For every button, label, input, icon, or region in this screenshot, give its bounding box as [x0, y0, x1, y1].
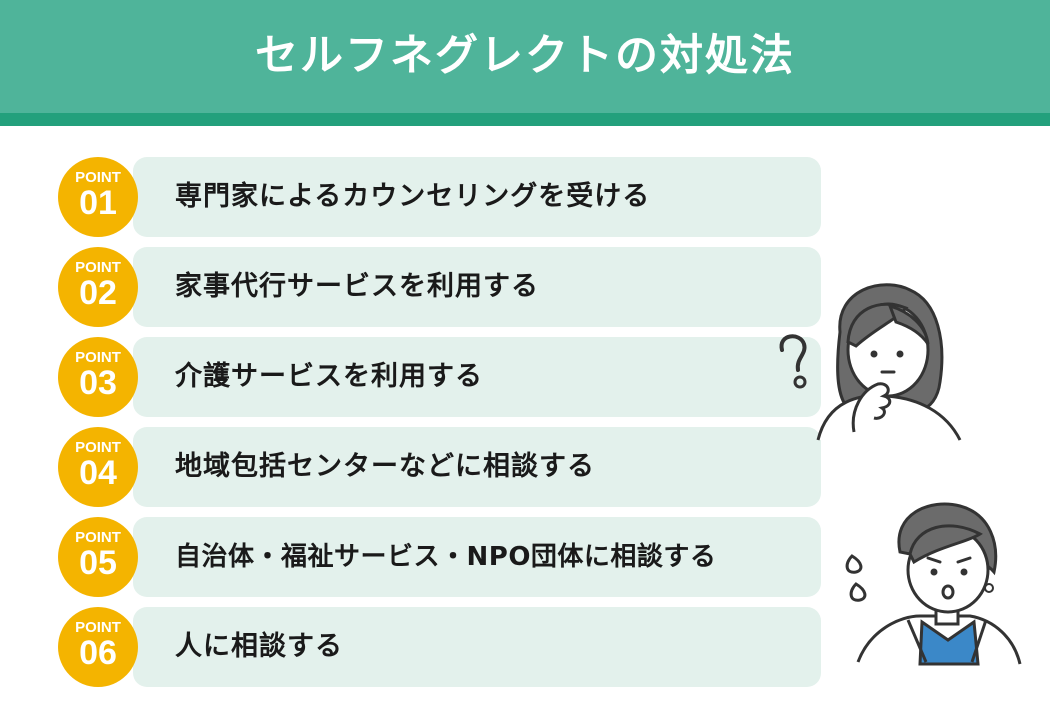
point-badge: POINT 04 — [58, 427, 138, 507]
point-bar: 自治体・福祉サービス・NPO団体に相談する — [133, 517, 821, 597]
point-text: 専門家によるカウンセリングを受ける — [175, 181, 651, 212]
point-badge-label: POINT — [75, 259, 121, 276]
page-title: セルフネグレクトの対処法 — [255, 31, 795, 81]
point-badge: POINT 02 — [58, 247, 138, 327]
point-row-3: 介護サービスを利用する POINT 03 — [0, 337, 830, 417]
point-badge-label: POINT — [75, 619, 121, 636]
thinking-woman-icon — [779, 283, 962, 441]
point-badge: POINT 03 — [58, 337, 138, 417]
point-badge: POINT 06 — [58, 607, 138, 687]
point-text: 地域包括センターなどに相談する — [175, 451, 595, 482]
point-badge-label: POINT — [75, 529, 121, 546]
header-banner: セルフネグレクトの対処法 — [0, 0, 1050, 126]
point-badge-label: POINT — [75, 439, 121, 456]
point-row-1: 専門家によるカウンセリングを受ける POINT 01 — [0, 157, 830, 237]
point-bar: 専門家によるカウンセリングを受ける — [133, 157, 821, 237]
point-badge: POINT 01 — [58, 157, 138, 237]
point-row-4: 地域包括センターなどに相談する POINT 04 — [0, 427, 830, 507]
point-badge-number: 02 — [79, 274, 117, 312]
point-bar: 介護サービスを利用する — [133, 337, 821, 417]
point-badge-number: 05 — [79, 544, 117, 582]
point-bar: 家事代行サービスを利用する — [133, 247, 821, 327]
point-row-5: 自治体・福祉サービス・NPO団体に相談する POINT 05 — [0, 517, 830, 597]
point-text: 人に相談する — [175, 631, 343, 662]
point-badge-number: 06 — [79, 634, 117, 672]
point-text: 介護サービスを利用する — [175, 361, 483, 392]
point-badge-label: POINT — [75, 169, 121, 186]
point-text: 自治体・福祉サービス・NPO団体に相談する — [175, 542, 717, 572]
point-badge-number: 03 — [79, 364, 117, 402]
point-badge-number: 01 — [79, 184, 117, 222]
point-bar: 地域包括センターなどに相談する — [133, 427, 821, 507]
header-stripe — [0, 113, 1050, 126]
point-row-6: 人に相談する POINT 06 — [0, 607, 830, 687]
point-badge-number: 04 — [79, 454, 117, 492]
point-bar: 人に相談する — [133, 607, 821, 687]
worried-woman-icon — [845, 502, 1022, 666]
point-badge-label: POINT — [75, 349, 121, 366]
point-text: 家事代行サービスを利用する — [175, 271, 539, 302]
point-badge: POINT 05 — [58, 517, 138, 597]
point-row-2: 家事代行サービスを利用する POINT 02 — [0, 247, 830, 327]
